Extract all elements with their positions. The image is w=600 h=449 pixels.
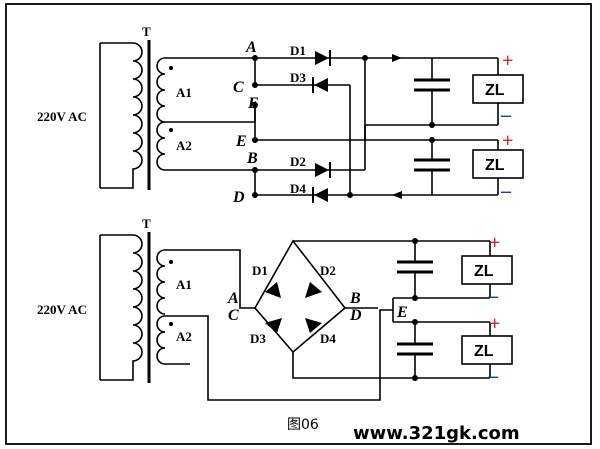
top-circuit: 220V AC T A1 A2 A C E E B D D1	[37, 24, 524, 206]
top-junction-plus	[362, 55, 368, 61]
site-url: www.321gk.com	[353, 423, 520, 444]
bottom-winding-a1: A1	[176, 277, 192, 292]
bottom-dot-a1	[169, 260, 173, 264]
bottom-lead-e	[165, 309, 393, 401]
top-diode-d2	[315, 163, 329, 177]
bottom-lead-a	[165, 249, 255, 309]
top-junction-mid2	[429, 122, 435, 128]
bottom-secondary-coil-a2	[156, 315, 166, 365]
bottom-diode-d3-label: D3	[250, 331, 266, 346]
top-diode-d1	[315, 51, 329, 65]
bottom-load-1	[461, 255, 513, 285]
top-load-2-label: ZL	[485, 157, 505, 174]
top-dot-a2	[169, 128, 173, 132]
top-lead-e	[165, 105, 256, 123]
top-node-a: A	[245, 39, 257, 56]
bottom-junction-mid	[412, 295, 418, 301]
top-load-1	[472, 74, 524, 104]
bottom-transformer-label: T	[142, 216, 151, 231]
bottom-winding-a2: A2	[176, 329, 192, 344]
bottom-minus-1: –	[487, 285, 499, 307]
bottom-load-1-label: ZL	[474, 263, 494, 280]
bottom-node-a: A	[227, 290, 239, 307]
top-diode-d4	[314, 188, 328, 202]
top-source-label: 220V AC	[37, 109, 87, 124]
top-winding-a2: A2	[176, 138, 192, 153]
top-node-b: B	[246, 150, 258, 167]
top-load-1-label: ZL	[485, 82, 505, 99]
top-arrow-1	[392, 54, 402, 62]
bottom-dot-a2	[169, 322, 173, 326]
bottom-diode-d2	[305, 282, 322, 298]
top-node-d: D	[232, 189, 245, 206]
top-node-e1: E	[247, 95, 259, 112]
bottom-node-b: B	[349, 290, 361, 307]
bottom-diode-d4-label: D4	[320, 331, 336, 346]
top-secondary-coil-a1	[156, 57, 166, 123]
bottom-minus-2: –	[487, 365, 499, 387]
bottom-plus-1: +	[489, 232, 500, 254]
top-minus-1: –	[500, 104, 512, 126]
bottom-node-c: C	[228, 307, 239, 324]
top-junction-e1	[252, 102, 258, 108]
top-load-2	[472, 149, 524, 179]
bottom-bridge-bottom	[292, 352, 415, 379]
bottom-node-d: D	[349, 307, 362, 324]
top-dot-a1	[169, 66, 173, 70]
bottom-load-2-label: ZL	[474, 343, 494, 360]
diagram-frame	[5, 3, 592, 445]
top-transformer-label: T	[142, 24, 151, 39]
top-junction-minus	[347, 192, 353, 198]
top-secondary-coil-a2	[156, 121, 166, 171]
bottom-circuit: 220V AC T A1 A2 D1 D2 D3 D4 A C B D E	[37, 216, 513, 401]
bottom-primary-coil	[100, 234, 143, 381]
bottom-secondary-coil-a1	[156, 249, 166, 315]
top-plus-2: +	[502, 130, 513, 152]
bottom-diode-d1	[265, 282, 281, 298]
top-minus-2: –	[500, 180, 512, 202]
bottom-diode-d3	[265, 318, 282, 333]
top-diode-d3-label: D3	[290, 70, 306, 85]
top-node-c: C	[233, 79, 244, 96]
top-winding-a1: A1	[176, 85, 192, 100]
bottom-node-e: E	[396, 304, 408, 321]
top-arrow-2	[392, 191, 402, 199]
top-node-e2: E	[235, 133, 247, 150]
figure-caption: 图06	[287, 417, 319, 433]
bottom-load-2	[461, 335, 513, 365]
bottom-diode-d4	[305, 318, 322, 333]
bottom-diode-d1-label: D1	[252, 263, 268, 278]
top-diode-d2-label: D2	[290, 154, 306, 169]
bottom-source-label: 220V AC	[37, 302, 87, 317]
top-primary-coil	[100, 42, 143, 189]
top-diode-d4-label: D4	[290, 181, 306, 196]
bottom-diode-d2-label: D2	[320, 263, 336, 278]
top-diode-d3	[314, 78, 328, 92]
top-plus-1: +	[502, 50, 513, 72]
top-diode-d1-label: D1	[290, 43, 306, 58]
bottom-plus-2: +	[489, 313, 500, 335]
